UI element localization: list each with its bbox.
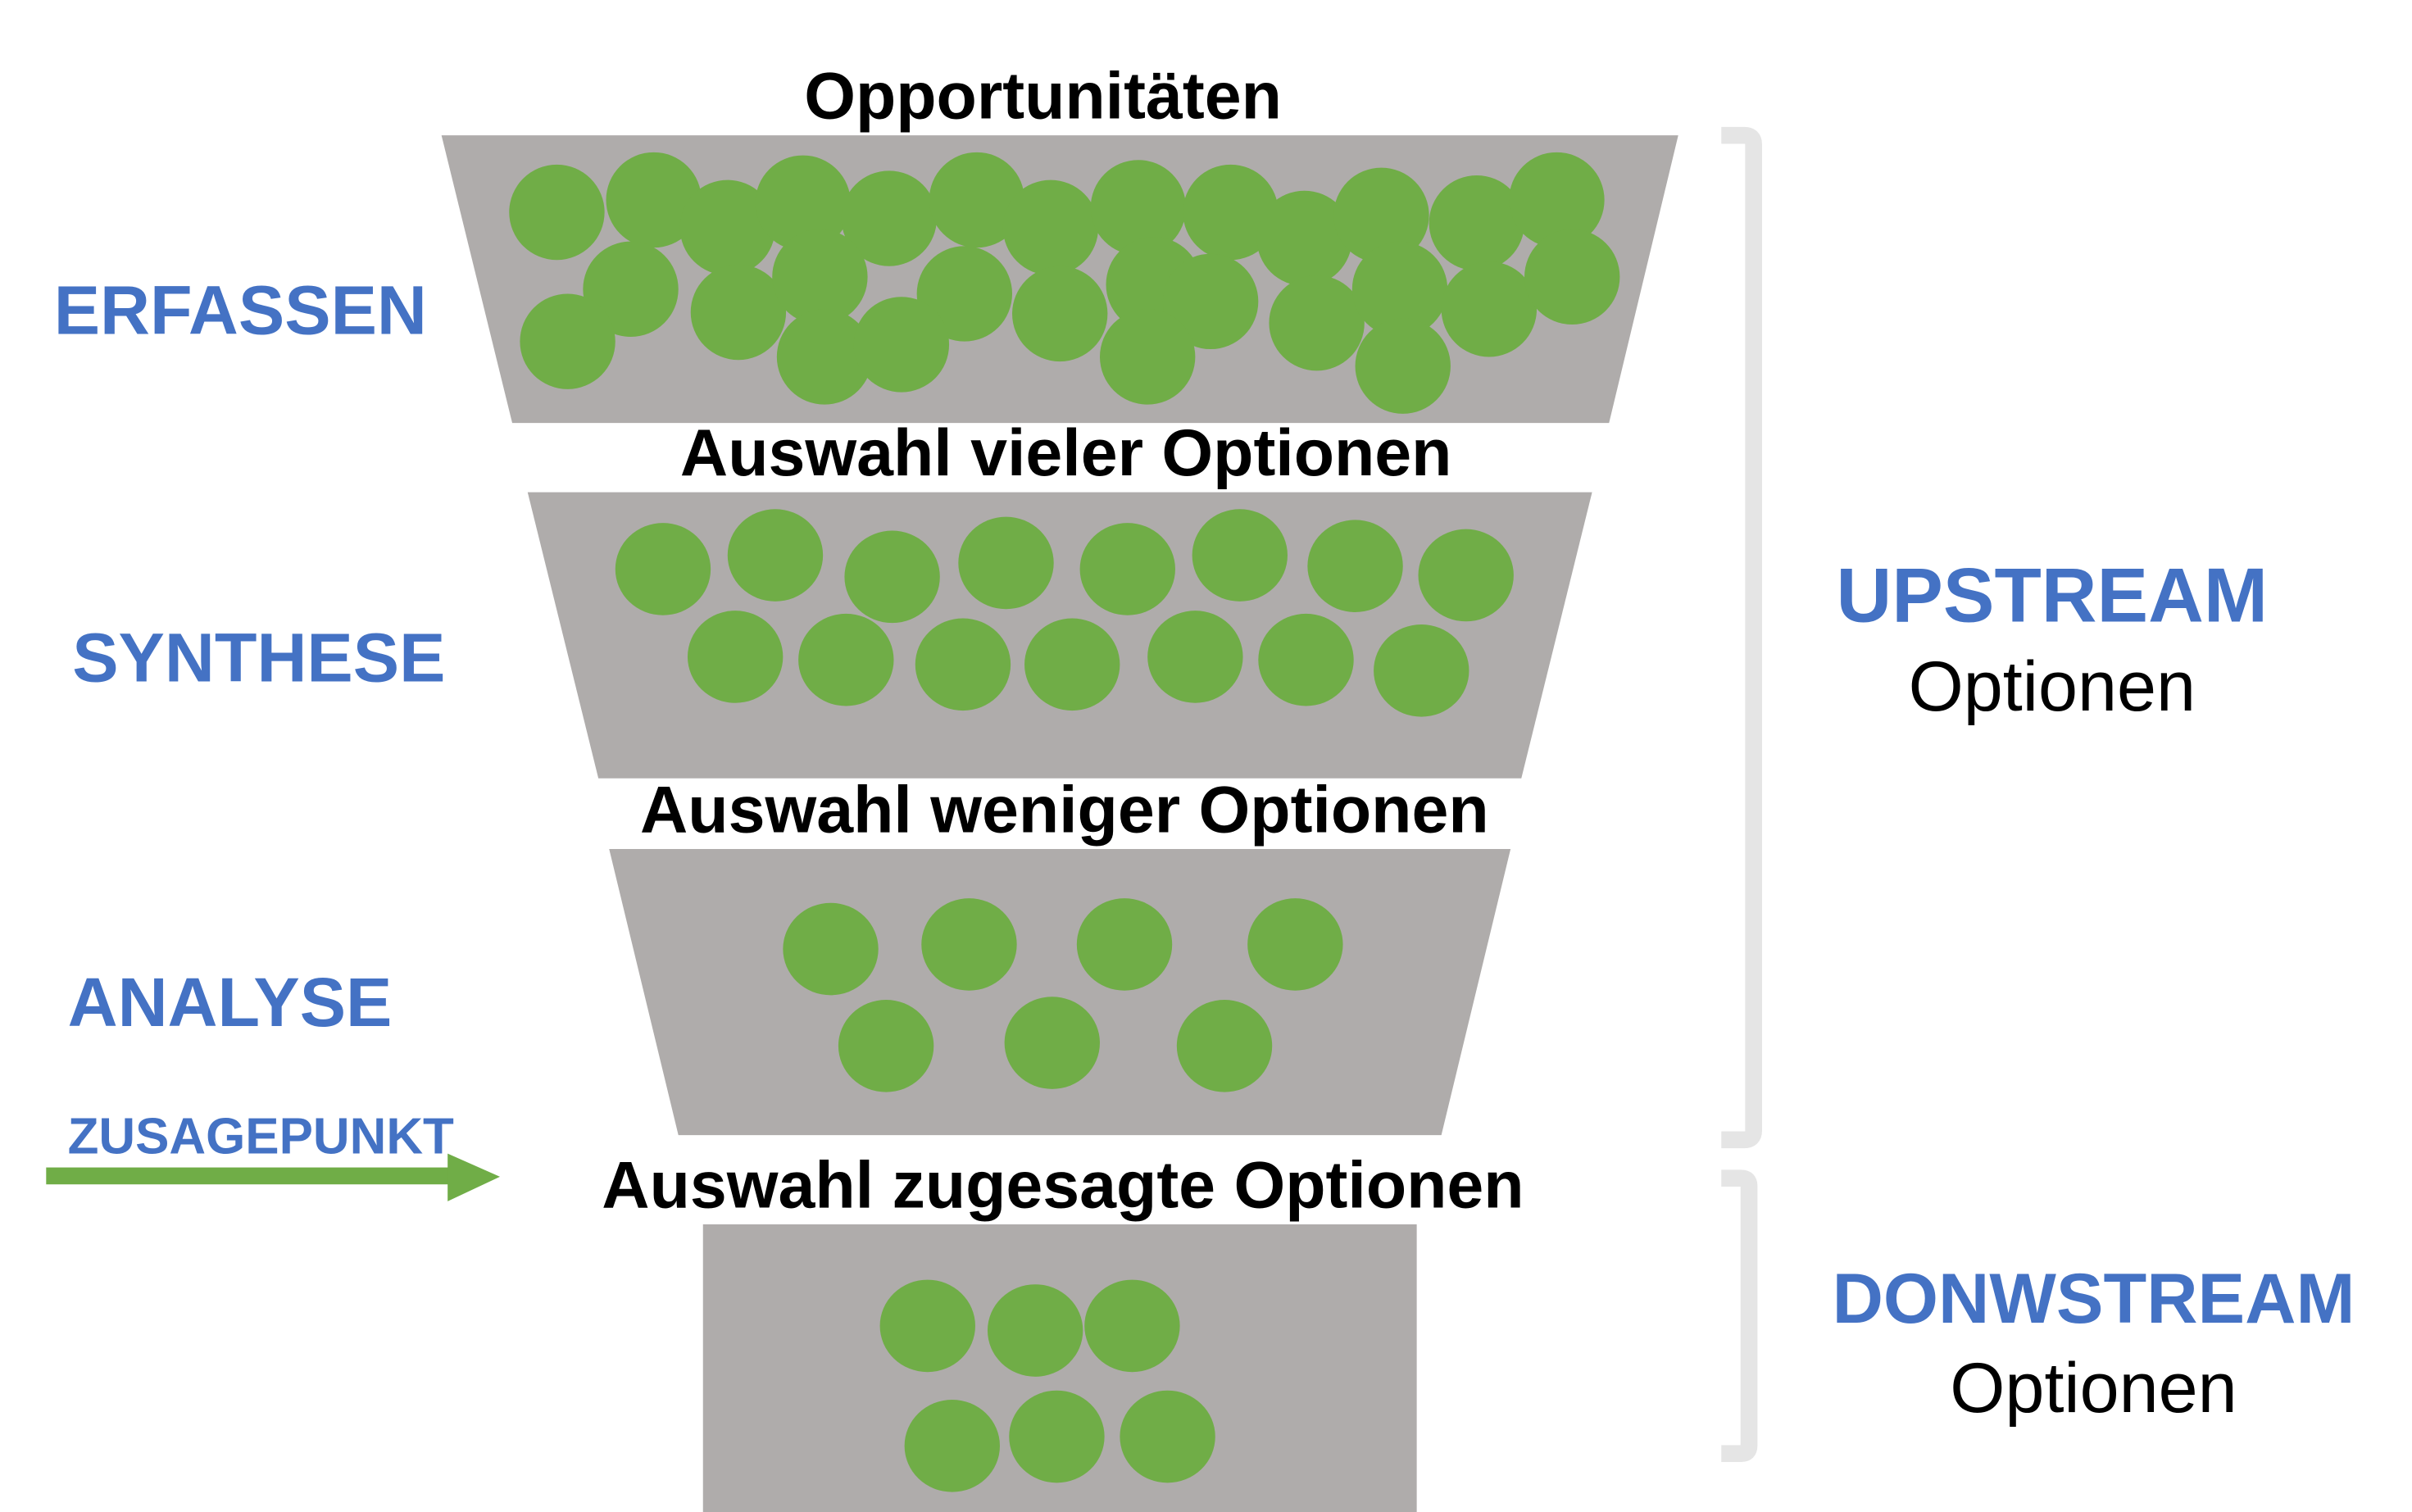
stage-heading-few-options: Auswahl weniger Optionen — [640, 773, 1489, 847]
option-circle — [1269, 275, 1365, 371]
option-circle — [904, 1399, 1000, 1492]
option-circle — [772, 229, 868, 325]
option-circle — [987, 1284, 1083, 1377]
option-circle — [879, 1279, 975, 1373]
option-circle — [1509, 152, 1605, 248]
option-circle — [838, 999, 934, 1092]
option-circle — [1355, 318, 1451, 414]
option-circle — [509, 164, 605, 261]
downstream-bracket — [1721, 1169, 1758, 1463]
downstream-title: DONWSTREAM — [1833, 1260, 2355, 1338]
option-circle — [841, 170, 938, 266]
option-circles-committed — [879, 1279, 1215, 1492]
stage-heading-many-options: Auswahl vieler Optionen — [680, 416, 1452, 490]
funnel-stage-few-options — [609, 849, 1511, 1136]
option-circle — [1024, 618, 1120, 711]
option-circle — [1247, 898, 1343, 991]
stage-heading-opportunities: Opportunitäten — [804, 60, 1282, 134]
option-circle — [1099, 309, 1196, 405]
option-circle — [606, 152, 702, 248]
option-circle — [853, 297, 950, 393]
option-circles-few — [783, 898, 1343, 1092]
downstream-subtitle: Optionen — [1950, 1349, 2237, 1428]
option-circle — [687, 611, 784, 703]
option-circle — [1258, 613, 1354, 706]
option-circle — [921, 898, 1017, 991]
option-circle — [958, 516, 1054, 610]
option-circle — [1524, 229, 1620, 325]
option-circle — [1183, 164, 1279, 261]
commitment-point-label: ZUSAGEPUNKT — [68, 1109, 454, 1165]
option-circle — [1076, 898, 1173, 991]
option-circle — [1162, 253, 1259, 350]
phase-label-analyse: ANALYSE — [68, 964, 393, 1041]
option-circle — [1333, 167, 1429, 263]
option-circle — [1307, 520, 1403, 613]
option-circle — [583, 241, 679, 338]
option-circle — [1120, 1390, 1215, 1483]
option-circle — [1418, 529, 1514, 622]
option-circle — [915, 618, 1011, 711]
option-circle — [844, 530, 940, 624]
stage-heading-committed-options: Auswahl zugesagte Optionen — [602, 1148, 1524, 1222]
option-circles-many — [615, 509, 1514, 717]
option-circle — [1002, 179, 1099, 275]
option-circle — [1374, 624, 1469, 717]
option-circle — [615, 523, 711, 615]
upstream-bracket — [1721, 126, 1763, 1149]
option-circle — [929, 152, 1025, 248]
option-circle — [679, 179, 775, 275]
upstream-subtitle: Optionen — [1909, 647, 2196, 726]
option-circle — [776, 309, 873, 405]
option-circle — [727, 509, 824, 602]
option-circle — [798, 613, 894, 706]
option-circle — [1441, 261, 1538, 357]
option-circle — [1429, 175, 1525, 271]
option-circle — [1147, 611, 1243, 703]
phase-label-erfassen: ERFASSEN — [54, 271, 427, 348]
option-circle — [1009, 1390, 1105, 1483]
option-circle — [783, 902, 879, 996]
option-circle — [1256, 190, 1352, 287]
option-circle — [1351, 241, 1448, 338]
arrow-right-icon — [46, 1153, 500, 1201]
option-circle — [520, 293, 615, 389]
option-circle — [1004, 997, 1100, 1089]
option-circle — [1079, 523, 1175, 615]
option-circle — [1176, 999, 1273, 1092]
option-circle — [755, 155, 851, 251]
option-circle — [1012, 266, 1108, 362]
option-circle — [1192, 509, 1288, 602]
option-circle — [690, 264, 787, 361]
option-circle — [1090, 160, 1187, 256]
option-circles-opportunities — [509, 152, 1620, 414]
option-circle — [1084, 1279, 1180, 1373]
phase-label-synthese: SYNTHESE — [72, 619, 445, 696]
upstream-title: UPSTREAM — [1837, 552, 2269, 638]
